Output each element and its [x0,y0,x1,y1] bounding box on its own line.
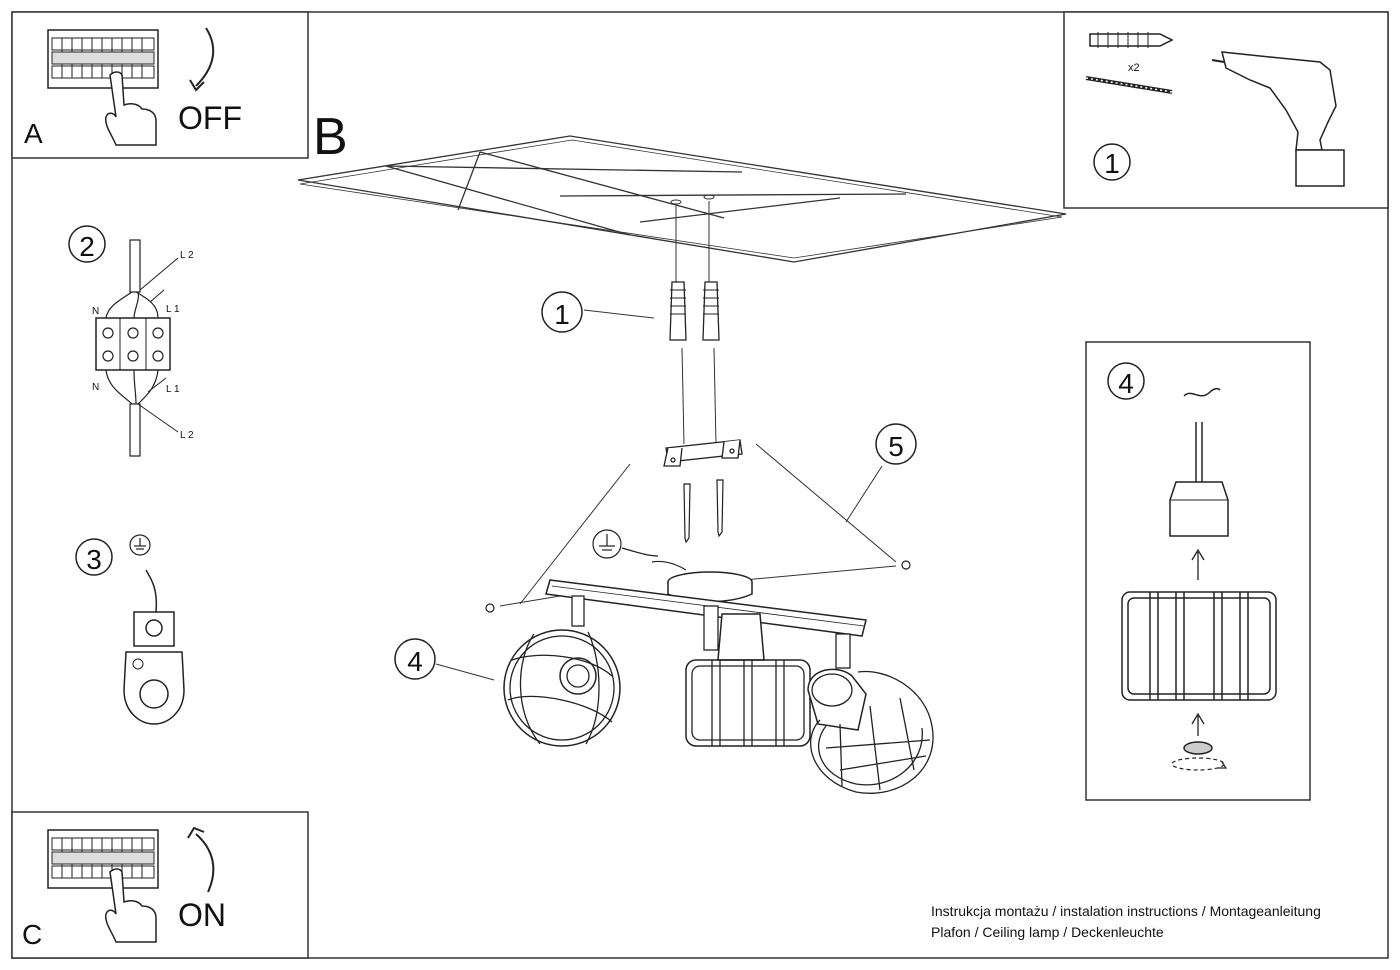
wall-plug-icon [1089,32,1174,48]
on-label: ON [178,897,226,933]
panel-a-letter: A [24,118,43,149]
off-label: OFF [178,100,242,136]
outer-frame [11,11,1389,959]
footer-line-1: Instrukcja montażu / instalation instruc… [931,903,1321,919]
wire-label-l1: L 1 [166,384,180,395]
drill-panel: x2 1 [1063,11,1389,209]
shade-panel: 4 [1085,341,1311,801]
drill-step-number: 1 [1104,148,1120,179]
main-step-5-number: 5 [888,431,904,462]
shade-step-number: 4 [1118,368,1134,399]
wire-label-n: N [92,306,99,317]
ground-step-number: 3 [86,544,102,575]
footer-caption: Instrukcja montażu / instalation instruc… [931,901,1321,943]
cage-shade-icon [1121,591,1277,701]
ground-symbol-icon [592,529,622,559]
mounting-bracket-icon [663,439,743,467]
wire-label-l1: L 1 [166,304,180,315]
ceiling-icon [297,135,1067,263]
wave-icon [1183,387,1221,397]
footer-line-2: Plafon / Ceiling lamp / Deckenleuchte [931,924,1164,940]
ring-nut-icon [1171,741,1228,771]
ground-symbol-icon [129,534,151,556]
ground-terminal-icon [123,611,185,725]
socket-icon [1169,481,1229,537]
up-arrow-icon [1191,548,1205,580]
wiring-step-number: 2 [79,231,95,262]
panel-b-letter: B [313,108,348,166]
terminal-block-icon [95,317,171,371]
up-arrow-icon [195,833,215,893]
wire-label-l2: L 2 [180,430,194,441]
down-arrow-icon [195,27,215,87]
wire-label-l2: L 2 [180,250,194,261]
panel-c: C ON [11,811,309,959]
wiring-diagram: 2 N L 1 L 2 N L 1 L 2 [68,225,194,457]
multiplier-label: x2 [1128,62,1140,74]
grounding-diagram: 3 [75,534,185,725]
screw-icon [683,479,724,544]
panel-a: A OFF [11,11,309,159]
wall-plug-icon [669,281,720,341]
panel-b-main: B 1 [297,108,1067,794]
drill-icon [1211,51,1345,187]
panel-c-letter: C [22,919,42,950]
main-step-1-number: 1 [554,299,570,330]
cage-spotlight-icon [685,605,811,747]
main-step-4-number: 4 [407,646,423,677]
cage-spotlight-icon [503,595,621,747]
screw-icon [1085,76,1173,94]
cage-spotlight-icon [807,633,934,794]
wire-label-n: N [92,382,99,393]
